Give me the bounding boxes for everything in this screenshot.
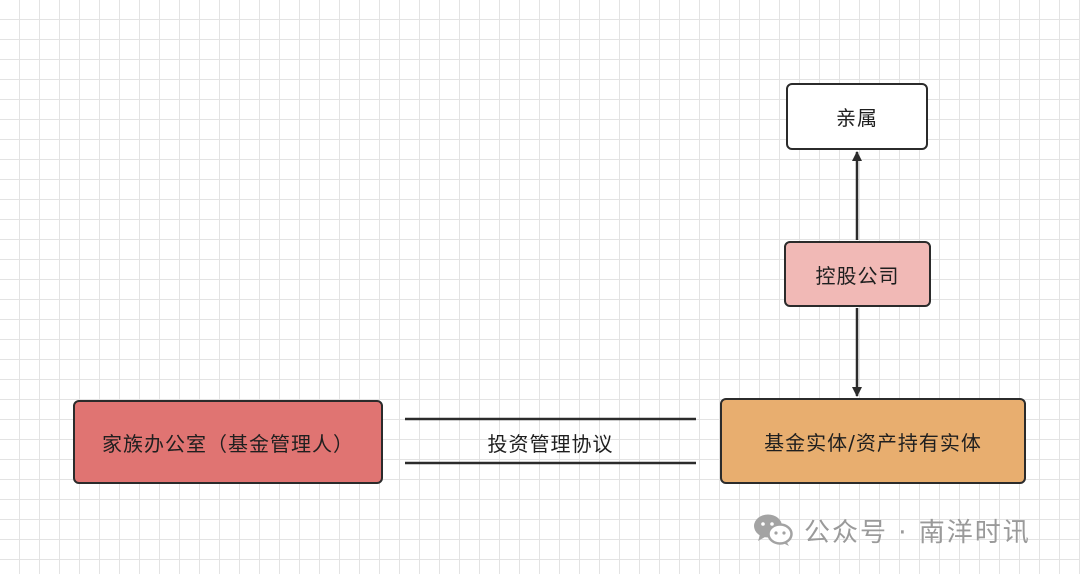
node-relatives: 亲属	[786, 83, 928, 150]
node-fund-entity-label: 基金实体/资产持有实体	[764, 430, 982, 455]
node-relatives-label: 亲属	[836, 106, 878, 130]
watermark: 公众号 · 南洋时讯	[752, 510, 1031, 550]
node-family-office: 家族办公室（基金管理人）	[73, 400, 383, 484]
wechat-icon	[754, 514, 793, 546]
node-holding-company: 控股公司	[784, 241, 931, 307]
node-family-office-label: 家族办公室（基金管理人）	[102, 431, 354, 456]
node-fund-entity: 基金实体/资产持有实体	[720, 398, 1026, 484]
node-holding-company-label: 控股公司	[815, 263, 900, 288]
watermark-text: 公众号 · 南洋时讯	[804, 517, 1031, 548]
agreement-label: 投资管理协议	[487, 431, 614, 456]
